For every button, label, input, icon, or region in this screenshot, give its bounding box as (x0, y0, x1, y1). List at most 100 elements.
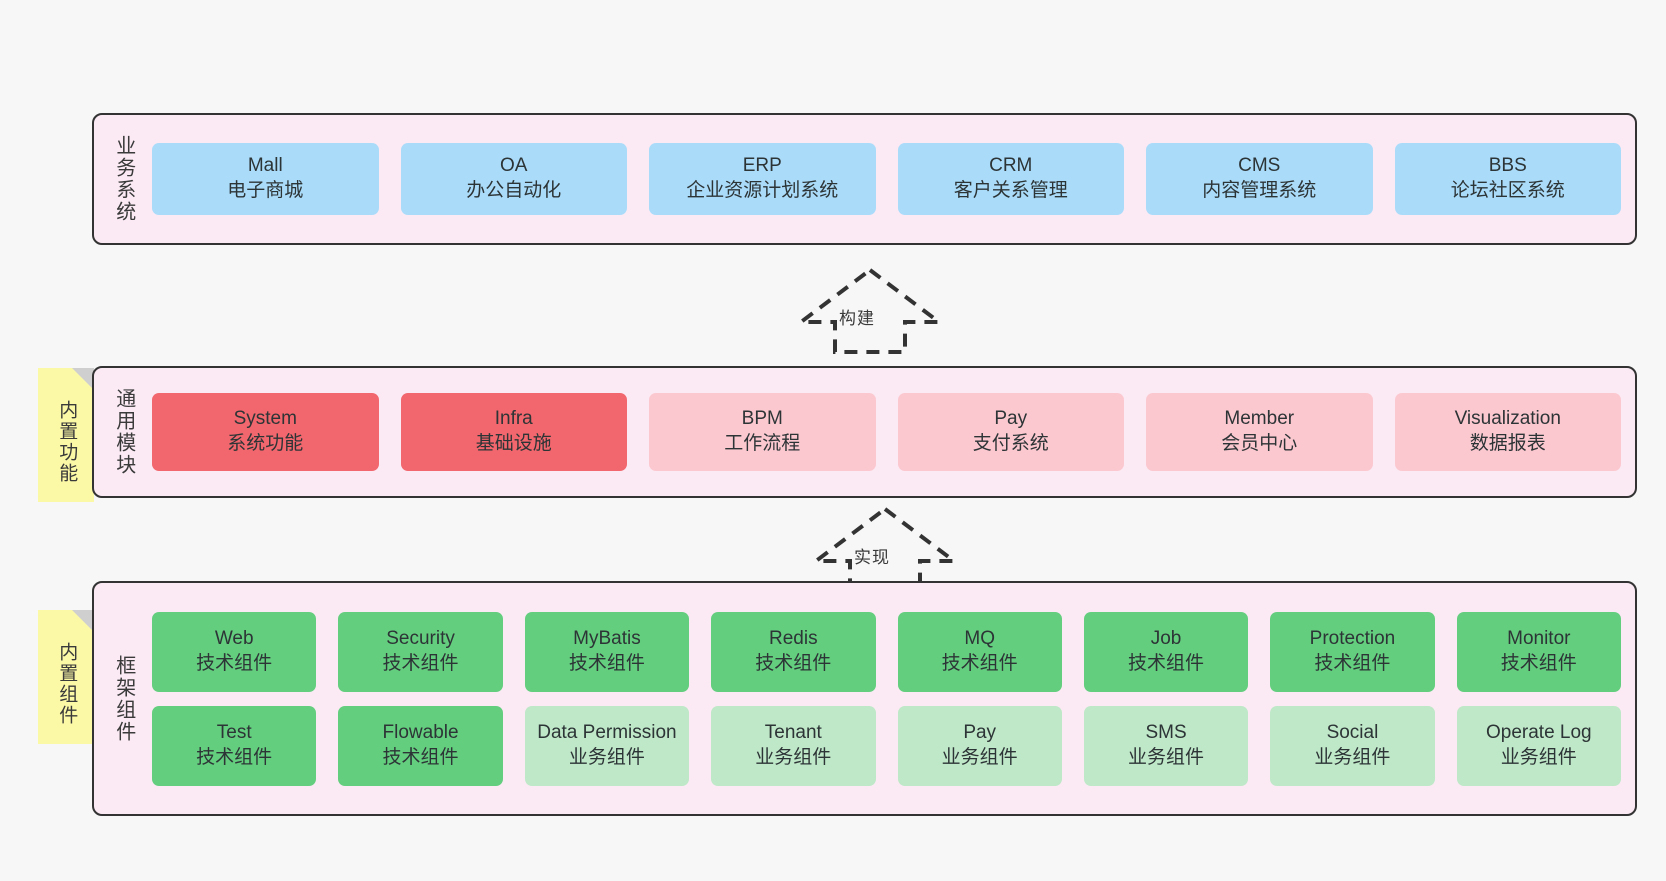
box-title: System (233, 408, 297, 430)
box-subtitle: 会员中心 (1221, 433, 1298, 454)
box-subtitle: 技术组件 (1314, 652, 1391, 674)
build-arrow: 构建 (795, 266, 945, 356)
side-tab-builtin-features: 内置功能 (38, 368, 94, 502)
box-subtitle: 技术组件 (755, 652, 832, 674)
box-subtitle: 业务组件 (1314, 746, 1391, 768)
box-visualization[interactable]: Visualization 数据报表 (1394, 393, 1621, 471)
box-subtitle: 业务组件 (1128, 746, 1205, 768)
layer-title-common-modules: 通用模块 (112, 388, 135, 476)
box-web[interactable]: Web 技术组件 (152, 611, 317, 692)
box-subtitle: 办公自动化 (466, 180, 562, 201)
side-tab-label: 内置组件 (56, 642, 78, 726)
box-mall[interactable]: Mall 电子商城 (152, 143, 379, 215)
box-title: Member (1224, 408, 1295, 430)
row: Test 技术组件 Flowable 技术组件 Data Permission … (152, 705, 1621, 786)
box-subtitle: 技术组件 (1500, 652, 1577, 674)
box-title: MQ (964, 627, 995, 649)
box-sms[interactable]: SMS 业务组件 (1083, 705, 1249, 786)
box-test[interactable]: Test 技术组件 (152, 705, 317, 786)
box-title: Flowable (382, 721, 459, 743)
box-title: Pay (963, 721, 997, 743)
box-title: Monitor (1507, 627, 1571, 649)
box-pay-biz[interactable]: Pay 业务组件 (897, 705, 1062, 786)
box-subtitle: 技术组件 (1128, 652, 1205, 674)
box-bbs[interactable]: BBS 论坛社区系统 (1394, 143, 1621, 215)
arrow-label: 实现 (854, 548, 890, 567)
box-crm[interactable]: CRM 客户关系管理 (897, 143, 1124, 215)
box-monitor[interactable]: Monitor 技术组件 (1456, 611, 1621, 692)
box-title: Social (1326, 721, 1379, 743)
row: Mall 电子商城 OA 办公自动化 ERP 企业资源计划系统 CRM 客户关系… (152, 143, 1621, 215)
box-subtitle: 技术组件 (382, 746, 459, 768)
box-title: Visualization (1454, 408, 1561, 430)
box-title: ERP (742, 155, 782, 177)
box-title: Pay (994, 408, 1028, 430)
box-title: MyBatis (573, 627, 641, 649)
box-title: SMS (1145, 721, 1187, 743)
box-subtitle: 企业资源计划系统 (686, 180, 839, 201)
box-subtitle: 内容管理系统 (1202, 180, 1317, 201)
box-title: Web (214, 627, 254, 649)
box-mq[interactable]: MQ 技术组件 (897, 611, 1062, 692)
box-bpm[interactable]: BPM 工作流程 (649, 393, 876, 471)
folded-corner-icon (72, 610, 94, 632)
box-title: Infra (494, 408, 533, 430)
box-infra[interactable]: Infra 基础设施 (400, 393, 627, 471)
box-subtitle: 客户关系管理 (953, 180, 1068, 201)
box-title: Operate Log (1485, 721, 1592, 743)
box-subtitle: 技术组件 (196, 652, 273, 674)
box-job[interactable]: Job 技术组件 (1083, 611, 1249, 692)
box-social[interactable]: Social 业务组件 (1270, 705, 1435, 786)
box-title: Protection (1309, 627, 1396, 649)
box-flowable[interactable]: Flowable 技术组件 (338, 705, 503, 786)
box-title: Data Permission (537, 721, 677, 743)
box-subtitle: 技术组件 (941, 652, 1018, 674)
box-system[interactable]: System 系统功能 (152, 393, 379, 471)
layer-business-systems: 业务系统 Mall 电子商城 OA 办公自动化 ERP 企业资源计划系统 CRM… (92, 113, 1637, 245)
box-pay[interactable]: Pay 支付系统 (897, 393, 1124, 471)
box-redis[interactable]: Redis 技术组件 (711, 611, 876, 692)
box-erp[interactable]: ERP 企业资源计划系统 (649, 143, 876, 215)
box-subtitle: 技术组件 (196, 746, 273, 768)
box-subtitle: 业务组件 (755, 746, 832, 768)
box-title: Redis (769, 627, 818, 649)
box-title: Test (216, 721, 252, 743)
folded-corner-icon (72, 368, 94, 390)
box-member[interactable]: Member 会员中心 (1146, 393, 1373, 471)
box-subtitle: 电子商城 (227, 180, 304, 201)
row: System 系统功能 Infra 基础设施 BPM 工作流程 Pay 支付系统… (152, 393, 1621, 471)
box-title: BBS (1488, 155, 1527, 177)
box-mybatis[interactable]: MyBatis 技术组件 (524, 611, 690, 692)
box-subtitle: 论坛社区系统 (1450, 180, 1565, 201)
box-subtitle: 业务组件 (1500, 746, 1577, 768)
arrow-label: 构建 (839, 309, 875, 328)
box-subtitle: 业务组件 (941, 746, 1018, 768)
side-tab-builtin-components: 内置组件 (38, 610, 94, 744)
box-title: Tenant (764, 721, 822, 743)
box-subtitle: 工作流程 (724, 433, 801, 454)
box-subtitle: 支付系统 (972, 433, 1049, 454)
box-title: OA (500, 155, 528, 177)
box-protection[interactable]: Protection 技术组件 (1270, 611, 1435, 692)
row: Web 技术组件 Security 技术组件 MyBatis 技术组件 Redi… (152, 611, 1621, 692)
box-data-permission[interactable]: Data Permission 业务组件 (524, 705, 690, 786)
layer-framework-components: 框架组件 Web 技术组件 Security 技术组件 MyBatis 技术组件… (92, 581, 1637, 816)
box-operate-log[interactable]: Operate Log 业务组件 (1456, 705, 1621, 786)
box-title: BPM (741, 408, 783, 430)
box-oa[interactable]: OA 办公自动化 (400, 143, 627, 215)
box-title: Security (386, 627, 455, 649)
box-subtitle: 数据报表 (1469, 433, 1546, 454)
layer-title-framework-components: 框架组件 (112, 654, 135, 743)
box-subtitle: 系统功能 (227, 433, 304, 454)
box-title: Mall (247, 155, 283, 177)
box-subtitle: 业务组件 (568, 746, 645, 768)
box-subtitle: 技术组件 (382, 652, 459, 674)
box-subtitle: 基础设施 (475, 433, 552, 454)
layer-body-framework-components: Web 技术组件 Security 技术组件 MyBatis 技术组件 Redi… (144, 583, 1635, 814)
box-cms[interactable]: CMS 内容管理系统 (1146, 143, 1373, 215)
layer-body-business-systems: Mall 电子商城 OA 办公自动化 ERP 企业资源计划系统 CRM 客户关系… (144, 115, 1635, 243)
layer-title-business-systems: 业务系统 (112, 135, 135, 223)
box-tenant[interactable]: Tenant 业务组件 (711, 705, 876, 786)
box-security[interactable]: Security 技术组件 (338, 611, 503, 692)
